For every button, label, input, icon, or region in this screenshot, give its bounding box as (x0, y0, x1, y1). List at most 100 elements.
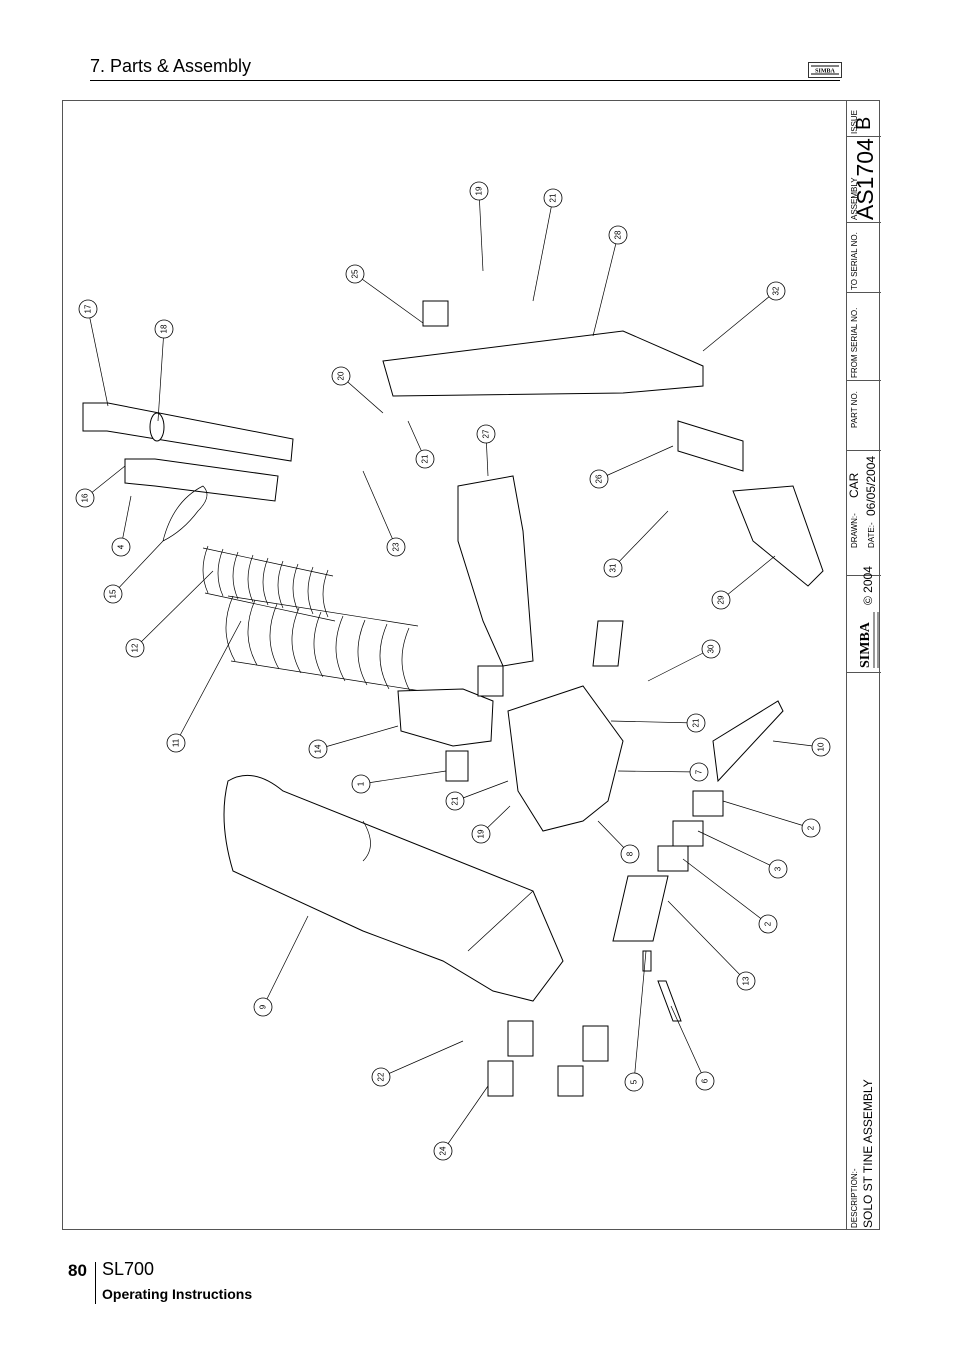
callout-circle (689, 762, 709, 782)
callout-circle (331, 366, 351, 386)
callout-leader (175, 620, 242, 744)
part-arm (382, 330, 704, 397)
description-value: SOLO ST TINE ASSEMBLY (861, 1079, 875, 1228)
part-bolt-24a (487, 1060, 514, 1097)
callout-13: 13 (736, 971, 756, 991)
callout-circle (801, 818, 821, 838)
section-title: 7. Parts & Assembly (90, 56, 252, 76)
callout-21: 21 (445, 791, 465, 811)
date-value: 06/05/2004 (864, 455, 878, 516)
part-bush-2b (657, 845, 689, 872)
callout-leader (87, 308, 109, 407)
callout-8: 8 (620, 844, 640, 864)
callout-circle (111, 537, 131, 557)
tb-divider (847, 292, 881, 293)
callout-leader (720, 555, 776, 601)
callout-leader (478, 190, 484, 272)
callout-circle (603, 558, 623, 578)
callout-number: 29 (717, 595, 726, 604)
svg-text:SIMBA: SIMBA (815, 69, 835, 75)
callout-leader (454, 780, 509, 802)
callout-circle (371, 1067, 391, 1087)
callout-3: 3 (768, 859, 788, 879)
page-number: 80 (68, 1261, 87, 1280)
callout-number: 8 (626, 851, 635, 856)
callout-5: 5 (624, 1072, 644, 1092)
svg-text:SIMBA: SIMBA (858, 621, 873, 668)
callout-2: 2 (801, 818, 821, 838)
callout-number: 12 (131, 643, 140, 652)
callout-circle (608, 225, 628, 245)
part-no-label: PART NO. (850, 391, 859, 428)
callout-18: 18 (154, 319, 174, 339)
part-bolt-25 (422, 300, 449, 327)
callout-circle (308, 739, 328, 759)
callout-circle (469, 181, 489, 201)
callout-circle (78, 299, 98, 319)
callout-number: 26 (595, 474, 604, 483)
part-bush-1b (477, 665, 504, 697)
callout-circle (811, 737, 831, 757)
callout-number: 21 (421, 454, 430, 463)
callout-22: 22 (371, 1067, 391, 1087)
callout-circle (766, 281, 786, 301)
callout-circle (543, 188, 563, 208)
callout-leader (697, 830, 779, 870)
callout-number: 32 (772, 286, 781, 295)
callout-leader (134, 570, 214, 649)
callout-leader (722, 800, 812, 829)
callout-leader (532, 197, 554, 302)
part-tine-leg (223, 774, 564, 1002)
tb-divider (847, 380, 881, 381)
callout-circle (686, 713, 706, 733)
callout-leader (633, 950, 647, 1083)
callout-number: 23 (392, 542, 401, 551)
callout-circle (736, 971, 756, 991)
part-washer (149, 412, 165, 442)
callout-number: 22 (377, 1072, 386, 1081)
exploded-parts (82, 300, 824, 1097)
callout-number: 2 (807, 825, 816, 830)
callout-number: 17 (84, 304, 93, 313)
callout-number: 20 (337, 371, 346, 380)
callout-number: 14 (314, 744, 323, 753)
callout-number: 21 (451, 796, 460, 805)
callout-leader (598, 445, 674, 480)
callout-14: 14 (308, 739, 328, 759)
callout-number: 30 (707, 644, 716, 653)
callout-number: 1 (357, 781, 366, 786)
drawn-label: DRAWN:- (850, 513, 859, 548)
callout-15: 15 (103, 584, 123, 604)
callout-10: 10 (811, 737, 831, 757)
callout-circle (701, 639, 721, 659)
callout-32: 32 (766, 281, 786, 301)
part-small-spring (202, 545, 336, 622)
callout-leader (362, 470, 397, 548)
part-bolt-24b (507, 1020, 534, 1057)
callout-7: 7 (689, 762, 709, 782)
part-r-clip (162, 485, 208, 542)
callout-leader (360, 770, 447, 785)
callout-26: 26 (589, 469, 609, 489)
model-name: SL700 (102, 1259, 155, 1279)
callout-circle (758, 914, 778, 934)
callout-leader (157, 328, 165, 422)
callout-21: 21 (543, 188, 563, 208)
part-bush-2 (692, 790, 724, 817)
callout-29: 29 (711, 590, 731, 610)
callout-12: 12 (125, 638, 145, 658)
simba-logo-icon: SIMBA (858, 612, 879, 668)
callout-bubbles: 1718164151211141211992224251921283220212… (75, 181, 831, 1161)
callout-21: 21 (415, 449, 435, 469)
callout-number: 7 (695, 769, 704, 774)
callout-circle (768, 859, 788, 879)
description-label: DESCRIPTION:- (850, 1168, 859, 1228)
part-pin-30 (592, 620, 624, 667)
callout-circle (154, 319, 174, 339)
callout-leader (612, 510, 669, 569)
callout-17: 17 (78, 299, 98, 319)
callout-leader (647, 648, 712, 682)
part-bolt-24c (557, 1065, 584, 1097)
tb-divider (847, 575, 881, 576)
